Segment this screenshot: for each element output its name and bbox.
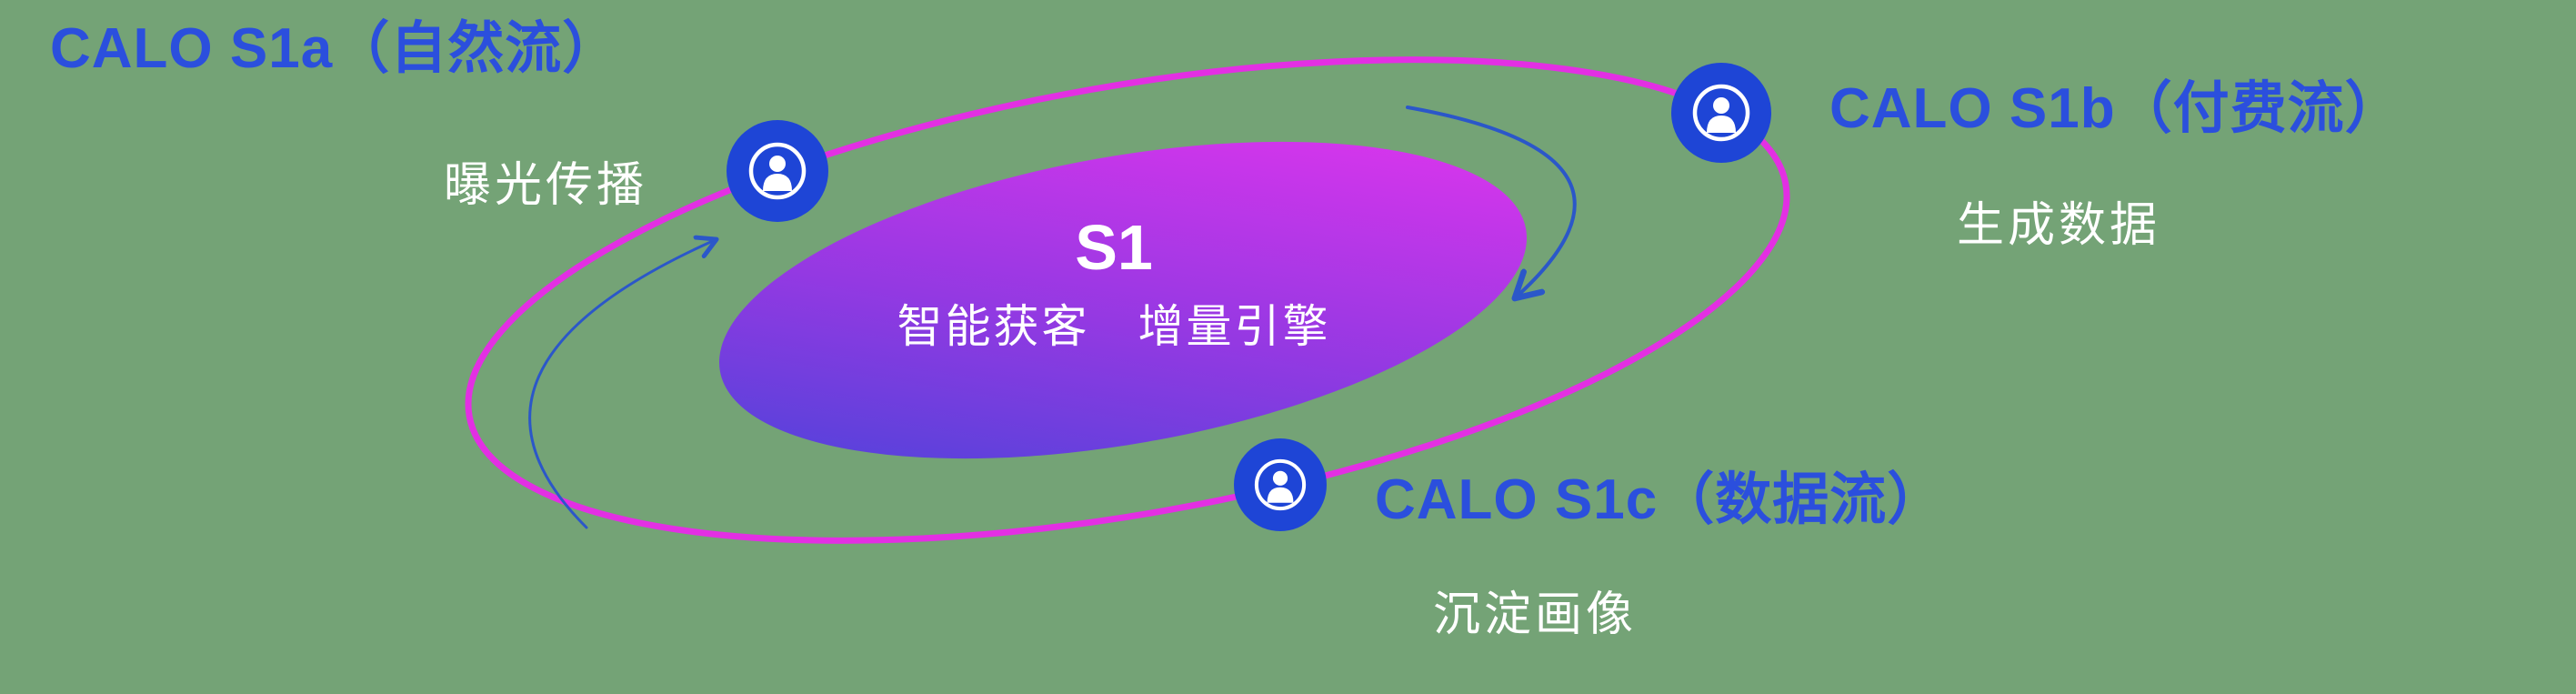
core-ellipse — [718, 141, 1528, 459]
s1b-subtitle: 生成数据 — [1957, 199, 2161, 252]
center-title: S1 — [1075, 212, 1153, 283]
curved-arrow-left — [528, 240, 715, 529]
node-s1a — [727, 120, 828, 222]
s1c-title: CALO S1c（数据流） — [1375, 468, 1945, 531]
curved-arrow-right — [1406, 106, 1577, 297]
orbit-ring — [465, 56, 1790, 544]
center-subtitle: 智能获客 增量引擎 — [897, 300, 1331, 352]
node-s1c — [1234, 438, 1327, 531]
s1c-subtitle: 沉淀画像 — [1433, 588, 1638, 641]
center-label-group: S1 智能获客 增量引擎 — [897, 211, 1331, 356]
s1a-title: CALO S1a（自然流） — [50, 17, 620, 80]
node-s1b — [1671, 63, 1771, 163]
s1b-title: CALO S1b（付费流） — [1829, 77, 2402, 140]
s1a-subtitle: 曝光传播 — [444, 159, 648, 212]
